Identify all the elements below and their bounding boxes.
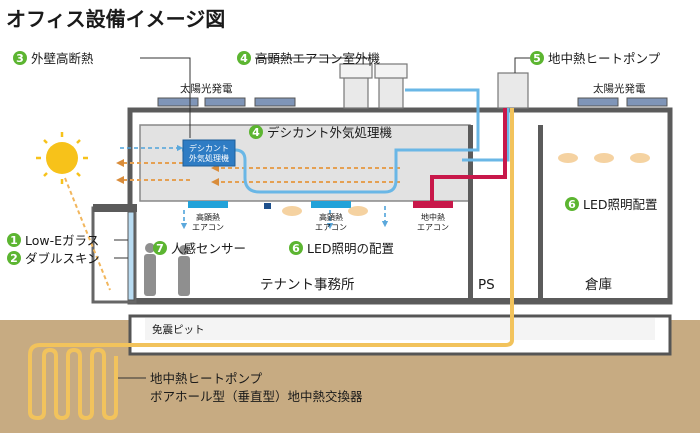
callout-6b-badge xyxy=(289,241,303,255)
callout-4b-num: 4 xyxy=(252,126,260,139)
solar-label-right: 太陽光発電 xyxy=(593,82,646,95)
callout-4a-text: 高顕熱エアコン室外機 xyxy=(255,51,381,66)
led-lights-tenant xyxy=(282,206,368,216)
callout-3-text: 外壁高断熱 xyxy=(31,51,94,66)
callout-3-badge xyxy=(13,51,27,65)
cool-air-arrows xyxy=(120,144,389,230)
room-warehouse: 倉庫 xyxy=(585,277,612,293)
ground-label-2: ボアホール型（垂直型）地中熱交換器 xyxy=(150,389,363,404)
sun-ray xyxy=(64,177,111,291)
callout-5-num: 5 xyxy=(533,52,541,65)
callout-6b-num: 6 xyxy=(292,242,300,255)
leader-lines xyxy=(114,57,530,259)
callout-7-num: 7 xyxy=(156,242,164,255)
callout-2-text: ダブルスキン xyxy=(25,251,100,266)
ac2-label-1: 高顕熱 xyxy=(319,212,343,222)
callout-2-badge xyxy=(7,251,21,265)
outdoor-ac-units xyxy=(339,63,408,109)
solar-panels-right xyxy=(577,97,668,107)
solar-panels-left xyxy=(157,97,296,107)
ac-unit-1 xyxy=(188,201,228,208)
ps-wall-left xyxy=(468,125,473,300)
callout-6a-badge xyxy=(565,197,579,211)
ps-wall-right xyxy=(538,125,543,300)
desiccant-label-2: 外気処理機 xyxy=(189,153,229,163)
callout-5-badge xyxy=(530,51,544,65)
solar-label-left: 太陽光発電 xyxy=(180,82,233,95)
room-tenant: テナント事務所 xyxy=(260,277,355,293)
geo-ac-unit xyxy=(413,201,453,208)
callout-4b-badge xyxy=(249,125,263,139)
motion-sensor xyxy=(264,203,271,209)
ground-label-1: 地中熱ヒートポンプ xyxy=(150,371,263,386)
geo-ac-label-1: 地中熱 xyxy=(421,212,445,222)
floor-slab xyxy=(130,298,670,304)
ac1-label-2: エアコン xyxy=(192,223,224,232)
callout-4a-num: 4 xyxy=(240,52,248,65)
ac-unit-2 xyxy=(311,201,351,208)
callout-4b-text: デシカント外気処理機 xyxy=(267,125,393,140)
page-title: オフィス設備イメージ図 xyxy=(6,7,225,31)
geo-ac-label-2: エアコン xyxy=(417,223,449,232)
callout-2-num: 2 xyxy=(10,252,18,265)
callout-7-badge xyxy=(153,241,167,255)
callout-1-badge xyxy=(7,233,21,247)
callout-6a-text: LED照明配置 xyxy=(583,197,658,212)
pit-inner xyxy=(145,318,655,340)
callout-6b-text: LED照明の配置 xyxy=(307,241,394,256)
callout-4a-badge xyxy=(237,51,251,65)
facade-roof xyxy=(93,204,137,212)
callout-1-num: 1 xyxy=(10,234,18,247)
callout-6a-num: 6 xyxy=(568,198,576,211)
room-ps: PS xyxy=(478,277,495,293)
callout-3-num: 3 xyxy=(16,52,24,65)
room-pit: 免震ピット xyxy=(152,323,205,336)
cool-air-flow xyxy=(182,88,510,194)
desiccant-unit xyxy=(182,139,236,167)
sun-icon xyxy=(36,132,88,184)
ground-loop-pipe xyxy=(28,108,514,421)
callout-1-text: Low-Eガラス xyxy=(25,233,99,248)
callout-5-text: 地中熱ヒートポンプ xyxy=(548,51,661,66)
callout-7-text: 人感センサー xyxy=(171,241,246,256)
geothermal-hot-pipe xyxy=(430,108,507,202)
people-icon xyxy=(144,243,190,296)
geothermal-heat-pump-unit xyxy=(497,72,529,109)
led-lights-warehouse xyxy=(558,153,650,163)
low-e-glass xyxy=(127,211,135,301)
ac2-label-2: エアコン xyxy=(315,223,347,232)
ac1-label-1: 高顕熱 xyxy=(196,212,220,222)
desiccant-label-1: デシカント xyxy=(189,143,229,153)
